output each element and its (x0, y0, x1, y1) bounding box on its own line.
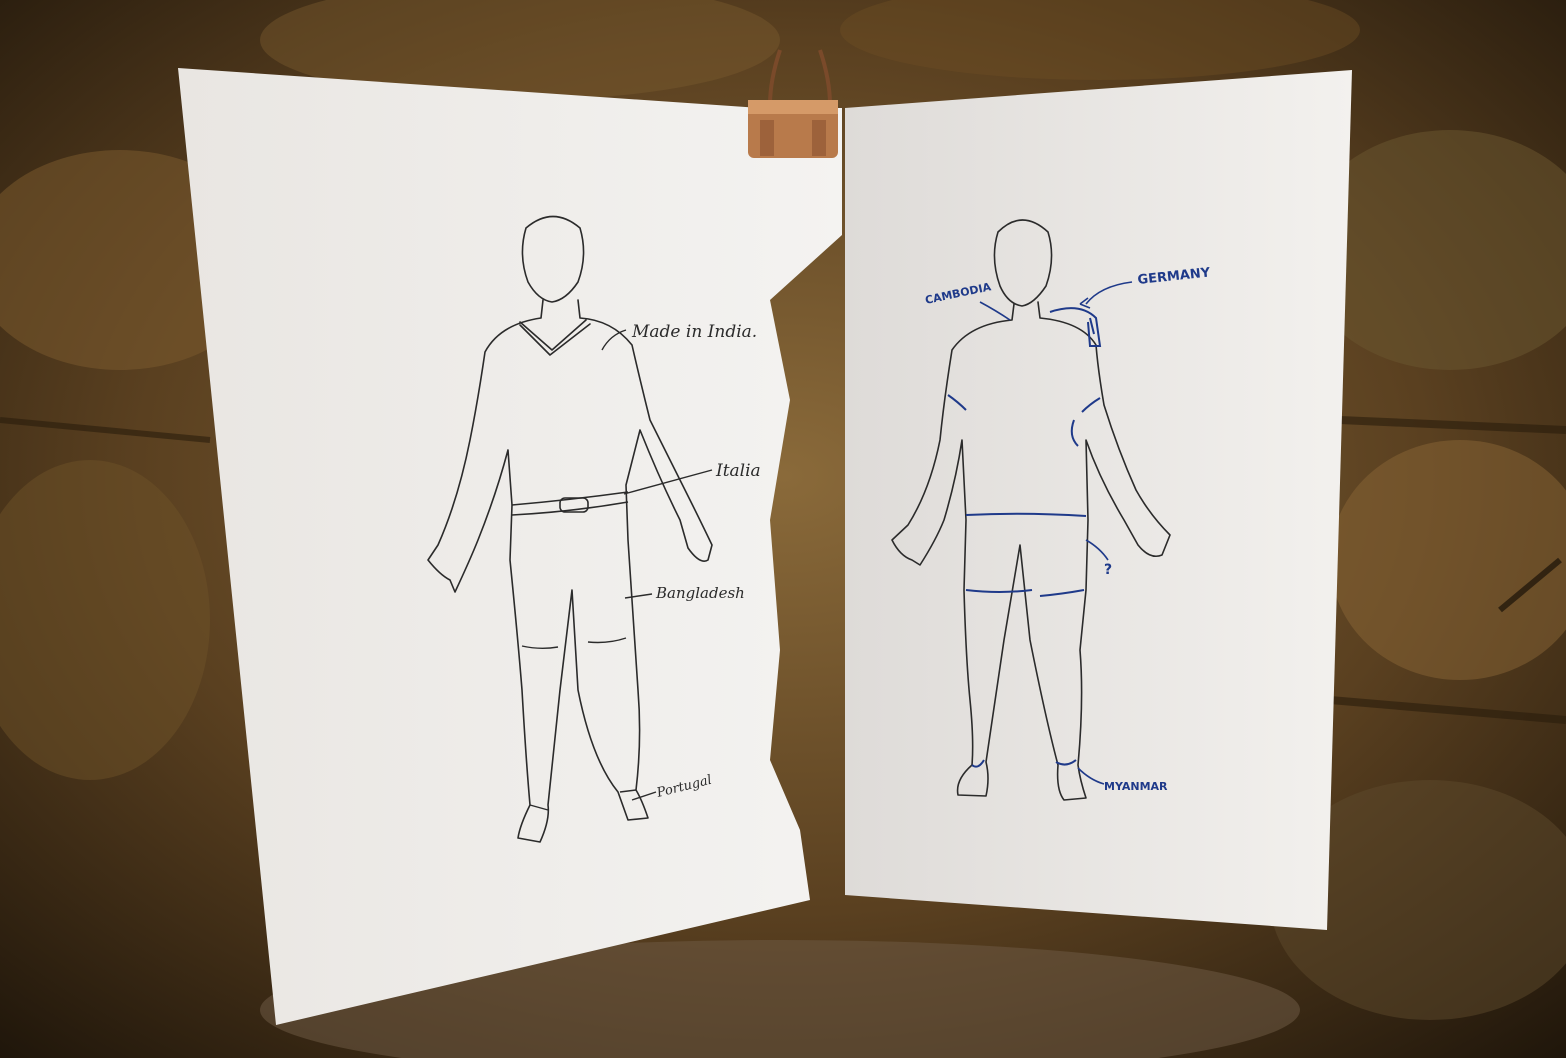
label-myanmar: MYANMAR (1104, 780, 1168, 793)
label-bangladesh: Bangladesh (655, 584, 745, 602)
label-question-mark: ? (1104, 562, 1112, 578)
label-italia: Italia (715, 461, 761, 481)
label-made-in-india: Made in India. (631, 322, 757, 342)
